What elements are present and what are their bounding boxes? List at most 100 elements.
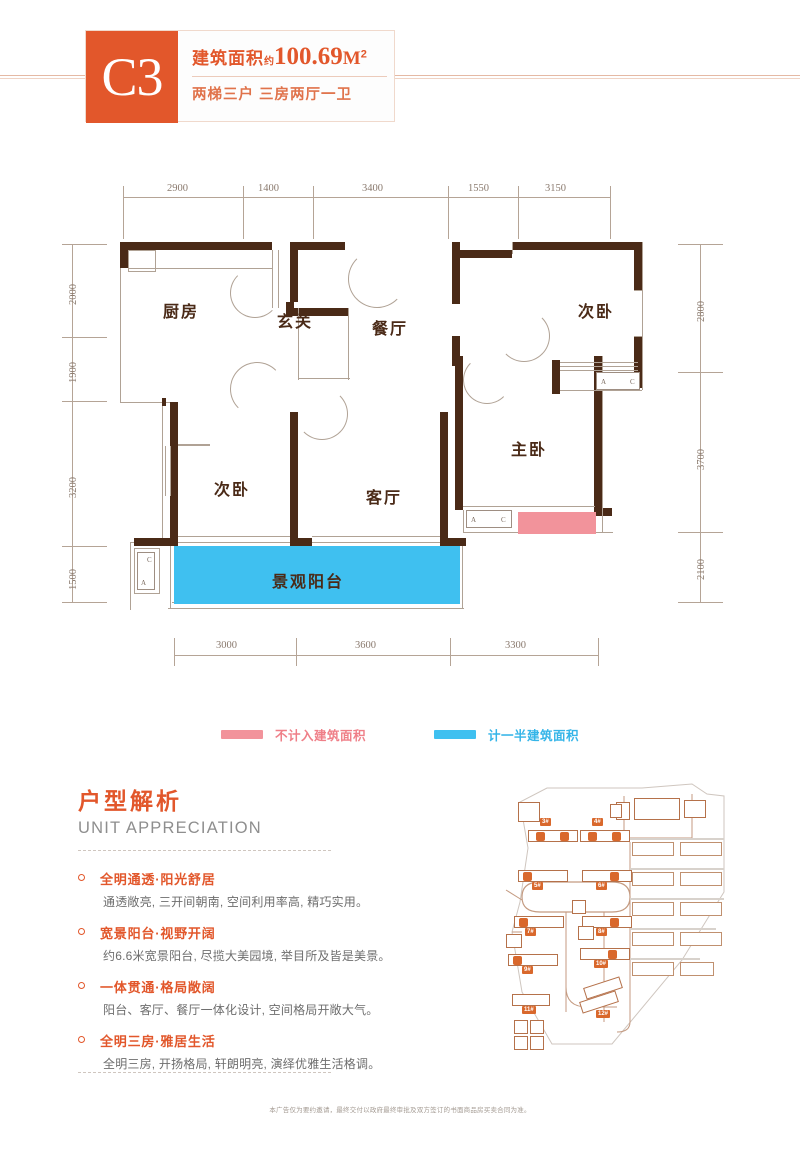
room-label-kitchen: 厨房 — [163, 304, 200, 321]
dim-line-bottom — [174, 655, 598, 656]
blue-area-scenic-balcony — [174, 546, 460, 604]
dim-tick — [678, 602, 723, 603]
unit-code-badge: C3 — [86, 31, 178, 123]
legend-item-half: 计一半建筑面积 — [434, 725, 579, 744]
site-row-block — [680, 872, 722, 886]
bed2-sill-1 — [560, 362, 638, 363]
dim-ext — [448, 197, 449, 239]
dim-line-right — [700, 244, 701, 602]
wall-master-right — [594, 356, 602, 516]
building-block-11 — [512, 994, 550, 1006]
unit-highlight-dot — [519, 918, 528, 927]
bed2-sill-3 — [560, 370, 638, 371]
unit-highlight-dot — [588, 832, 597, 841]
point-title: 全明通透·阳光舒居 — [100, 872, 216, 887]
floor-plan-drawing: 2900 1400 3400 1550 3150 2000 1900 3200 … — [0, 150, 800, 680]
dim-left-2: 3200 — [68, 477, 79, 498]
outline — [120, 402, 170, 403]
appreciation-points-list: 全明通透·阳光舒居 通透敞亮, 三开间朝南, 空间利用率高, 精巧实用。 宽景阳… — [78, 869, 428, 1072]
outline — [162, 402, 163, 542]
room-label-balcony: 景观阳台 — [272, 574, 345, 591]
dim-bottom-0: 3000 — [216, 640, 237, 651]
point-title: 宽景阳台·视野开阔 — [100, 926, 216, 941]
dim-tick — [678, 532, 723, 533]
header-banner: C3 建筑面积约100.69M2 两梯三户 三房两厅一卫 — [0, 30, 800, 123]
bullet-circle-icon — [78, 928, 85, 935]
legend-swatch-blue — [434, 730, 476, 739]
pink-area-master-balcony — [518, 512, 596, 534]
dim-left-1: 1900 — [68, 362, 79, 383]
bed3-door-arc — [296, 388, 348, 440]
dim-tick — [62, 401, 107, 402]
unit-appreciation-section: 户型解析 UNIT APPRECIATION 全明通透·阳光舒居 通透敞亮, 三… — [78, 782, 428, 1085]
parking-divider — [630, 928, 716, 930]
bed2-window-a — [634, 290, 642, 291]
building-area-value: 100.69 — [274, 43, 343, 70]
area-unit-superscript: 2 — [360, 48, 367, 61]
bed2-window-b — [634, 336, 642, 337]
dim-ext — [313, 197, 314, 239]
kitchen-door-arc — [230, 268, 280, 318]
bullet-circle-icon — [78, 1036, 85, 1043]
dim-top-4: 3150 — [545, 183, 566, 194]
site-row-block — [632, 902, 674, 916]
dim-tick — [296, 638, 297, 666]
wall-dining-top — [452, 250, 512, 258]
aux-block — [514, 1020, 528, 1034]
dim-ext — [610, 197, 611, 239]
balcony-rail-2 — [312, 542, 440, 543]
wall-bed3-left — [170, 402, 178, 546]
dim-tick — [678, 372, 723, 373]
dim-ext — [243, 197, 244, 239]
approx-symbol: 约 — [264, 56, 274, 68]
unit-highlight-dot — [608, 950, 617, 959]
dim-right-1: 3700 — [696, 449, 707, 470]
header-text-block: 建筑面积约100.69M2 两梯三户 三房两厅一卫 — [178, 31, 394, 121]
aux-block — [530, 1020, 544, 1034]
list-item: 全明通透·阳光舒居 通透敞亮, 三开间朝南, 空间利用率高, 精巧实用。 — [78, 869, 428, 910]
wall-living-bottom-left — [290, 538, 312, 546]
list-item: 宽景阳台·视野开阔 约6.6米宽景阳台, 尽揽大美园境, 举目所及皆是美景。 — [78, 923, 428, 964]
bed2-outer — [642, 242, 643, 390]
building-tag-3: 3# — [540, 818, 551, 826]
kitchen-window — [128, 250, 156, 272]
building-block-8 — [582, 916, 632, 928]
legend-item-excluded: 不计入建筑面积 — [220, 725, 366, 744]
bullet-circle-icon — [78, 982, 85, 989]
wall-dining-right — [452, 242, 460, 304]
room-label-entrance: 玄关 — [277, 314, 314, 331]
ac-unit-marker-master: A C — [466, 510, 512, 528]
wall-bed2-top — [512, 242, 642, 250]
wall-master-bottom-right — [594, 508, 612, 516]
bath-line2 — [170, 446, 171, 496]
wall-living-right — [440, 412, 448, 546]
list-item: 全明三房·雅居生活 全明三房, 开扬格局, 轩朗明亮, 演绎优雅生活格调。 — [78, 1031, 428, 1072]
parking-divider — [630, 958, 700, 960]
building-tag-8: 8# — [596, 928, 607, 936]
ac-marker-a: A — [471, 516, 477, 524]
site-row-block — [680, 932, 722, 946]
dim-top-0: 2900 — [167, 183, 188, 194]
site-row-block — [632, 872, 674, 886]
building-tag-9: 9# — [522, 966, 533, 974]
site-row-block — [680, 842, 722, 856]
balcony-rail-1 — [178, 542, 290, 543]
room-label-master: 主卧 — [511, 442, 548, 459]
appreciation-title-cn: 户型解析 — [78, 788, 182, 814]
dim-tick — [62, 244, 107, 245]
wall-entry-top — [290, 242, 345, 250]
counter-line — [128, 268, 272, 269]
dim-tick — [450, 638, 451, 666]
room-label-dining: 餐厅 — [372, 321, 409, 338]
master-outer-right — [602, 356, 603, 532]
header-divider — [192, 76, 387, 77]
wall-bed2-right-lower — [634, 336, 642, 388]
balcony-left-out — [130, 546, 131, 610]
bed2-sill-2 — [560, 366, 638, 367]
room-label-bedroom2: 次卧 — [578, 304, 615, 321]
ac-marker-c: C — [147, 556, 152, 564]
wall-bed2-right-upper — [634, 242, 642, 290]
aux-block — [572, 900, 586, 914]
room-label-bedroom3: 次卧 — [214, 482, 251, 499]
wall-master-bottom-left — [455, 492, 463, 510]
